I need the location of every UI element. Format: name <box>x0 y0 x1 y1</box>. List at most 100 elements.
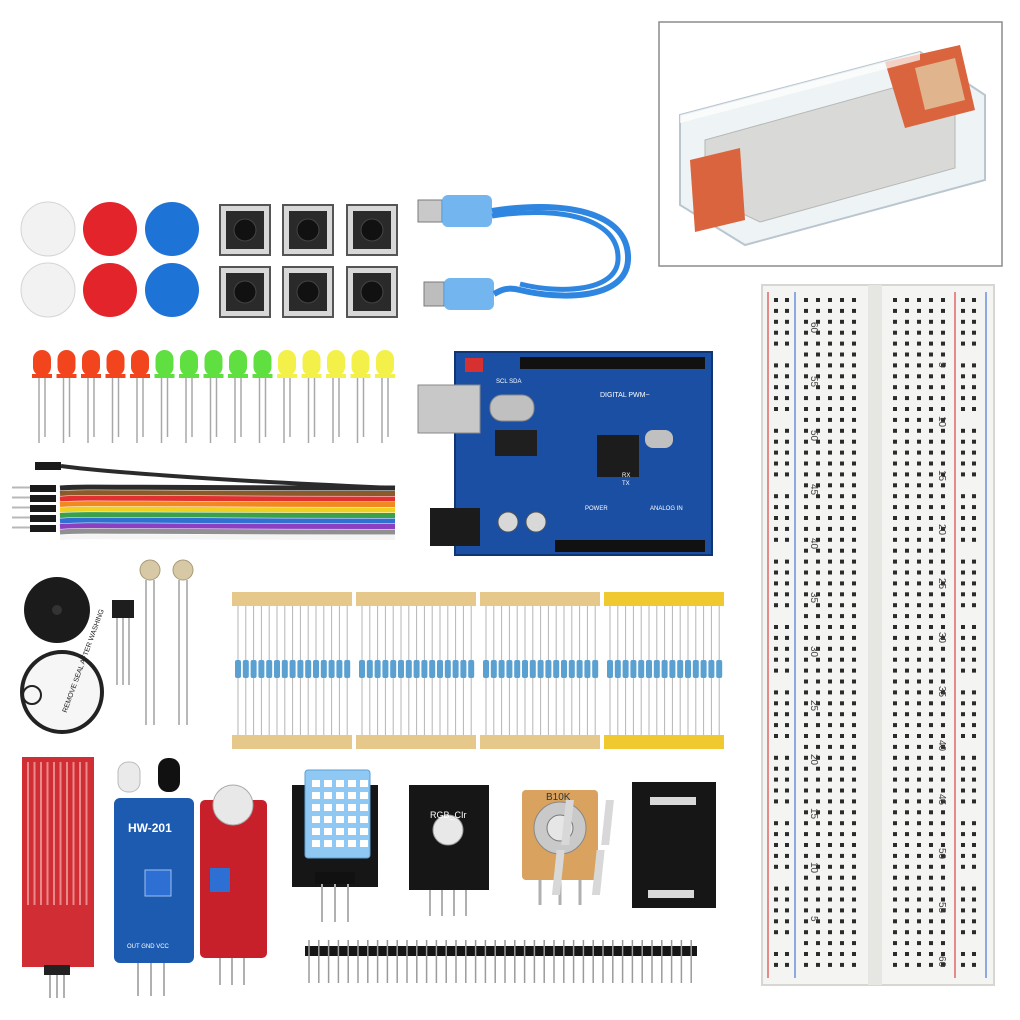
resistor <box>522 660 528 678</box>
cap-white <box>20 201 76 257</box>
jumper-wire <box>59 506 396 513</box>
resistor <box>700 660 707 678</box>
resistor <box>483 660 489 678</box>
resistor <box>429 660 436 678</box>
resistor <box>452 660 459 678</box>
led <box>130 350 150 443</box>
storage-box-inset <box>658 21 1003 267</box>
resistor <box>374 660 381 678</box>
jumper-wire <box>59 495 396 502</box>
resistor <box>366 660 373 678</box>
resistor <box>607 660 613 678</box>
resistor <box>498 660 505 678</box>
cap-blue <box>145 263 199 317</box>
resistor <box>529 660 536 678</box>
breadboard-row-number: 25 <box>936 578 947 590</box>
sound-sensor-module <box>200 784 267 985</box>
usb-cable <box>417 195 632 310</box>
board-label-tx: TX <box>622 481 630 487</box>
led <box>228 350 248 443</box>
jumper-connector <box>35 462 61 470</box>
led <box>56 350 77 443</box>
board-label-scl-sda: SCL SDA <box>496 379 521 385</box>
resistor <box>242 660 249 678</box>
water-level-sensor <box>22 757 94 998</box>
resistor <box>490 660 497 678</box>
breadboard-row-number: 55 <box>808 376 819 388</box>
resistor <box>336 660 343 678</box>
breadboard-row-number: 50 <box>936 848 947 860</box>
resistor <box>568 660 575 678</box>
led <box>179 350 199 443</box>
photoresistor <box>172 559 194 581</box>
led <box>203 350 224 443</box>
jumper-connector <box>30 515 56 522</box>
resistor <box>692 660 699 678</box>
resistor-strip <box>232 592 352 749</box>
jumper-wire <box>59 490 396 496</box>
rgb-module-label: RGB_CIr <box>430 810 467 820</box>
led <box>252 350 273 443</box>
dht11-module <box>292 769 378 922</box>
resistor <box>421 660 428 678</box>
breadboard-row-number: 10 <box>936 416 947 428</box>
resistor <box>638 660 645 678</box>
resistor <box>398 660 404 678</box>
breadboard-row-number: 40 <box>936 740 947 752</box>
jumper-wire <box>59 501 396 507</box>
resistor <box>390 660 397 678</box>
tactile-switch <box>219 204 271 256</box>
resistor <box>561 660 567 678</box>
resistor <box>328 660 335 678</box>
board-label-power: POWER <box>585 506 608 512</box>
led <box>277 350 297 443</box>
resistor <box>413 660 420 678</box>
resistor <box>250 660 257 678</box>
jumper-wire <box>59 512 396 518</box>
resistor <box>653 660 660 678</box>
resistor <box>460 660 467 678</box>
jumper-connector <box>30 495 56 502</box>
resistor <box>553 660 560 678</box>
resistor <box>281 660 288 678</box>
breadboard: 6055504540353025201510551015202530354045… <box>761 284 995 986</box>
jumper-wire <box>59 517 396 524</box>
resistor <box>716 660 723 678</box>
resistor <box>622 660 629 678</box>
resistor <box>514 660 521 678</box>
button-caps <box>20 201 199 318</box>
tactile-switch <box>282 204 334 256</box>
tactile-switch <box>282 266 334 318</box>
tactile-switch <box>346 266 398 318</box>
resistor <box>468 660 475 678</box>
led <box>326 350 346 443</box>
cap-white <box>20 262 76 318</box>
resistor <box>630 660 637 678</box>
resistor-strip <box>604 592 724 749</box>
header-pin-strip <box>305 940 697 983</box>
buzzers: REMOVE SEAL AFTER WASHING <box>20 577 106 734</box>
resistor <box>576 660 583 678</box>
breadboard-row-number: 45 <box>808 484 819 496</box>
jumper-connector <box>30 525 56 532</box>
breadboard-row-number: 10 <box>808 862 819 874</box>
resistor <box>677 660 684 678</box>
tactile-switches <box>219 204 398 318</box>
tactile-switch <box>219 266 271 318</box>
resistor <box>405 660 412 678</box>
ir-sensor-module: HW-201 OUT GND VCC <box>114 758 194 996</box>
resistor <box>669 660 676 678</box>
resistor <box>320 660 327 678</box>
potentiometer-label: B10K <box>546 792 571 803</box>
breadboard-row-number: 35 <box>808 592 819 604</box>
jumper-wire <box>59 484 396 491</box>
board-label-digital: DIGITAL PWM~ <box>600 392 650 399</box>
resistor <box>646 660 652 678</box>
breadboard-row-number: 25 <box>808 700 819 712</box>
resistor <box>274 660 280 678</box>
tactile-switch <box>346 204 398 256</box>
breadboard-row-number: 60 <box>808 322 819 334</box>
resistor <box>359 660 365 678</box>
resistor <box>289 660 296 678</box>
